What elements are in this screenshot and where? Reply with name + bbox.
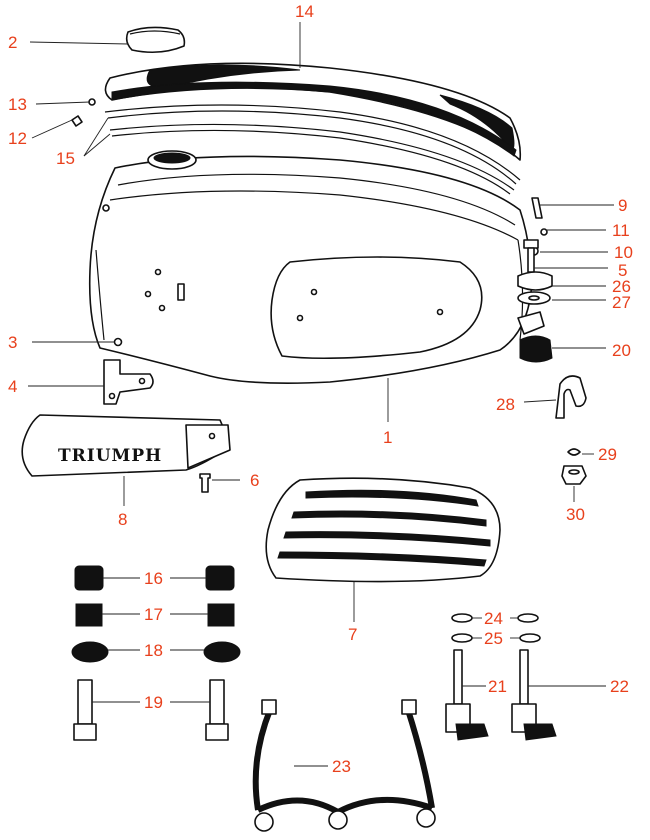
callout-9: 9 [618, 196, 627, 215]
filler-cap-part [125, 26, 186, 54]
screw-part-3 [113, 337, 123, 347]
callout-numbers: 14 2 13 12 15 9 11 10 5 26 27 20 3 4 1 2… [8, 2, 633, 776]
fuel-tank-part [88, 150, 545, 384]
tap-washers [451, 613, 541, 643]
leader-lines [28, 22, 614, 767]
callout-8: 8 [118, 510, 127, 529]
callout-30: 30 [566, 505, 585, 524]
callout-19: 19 [144, 693, 163, 712]
callout-1: 1 [383, 428, 392, 447]
callout-21: 21 [488, 677, 507, 696]
callout-5: 5 [618, 261, 627, 280]
callout-14: 14 [295, 2, 314, 21]
callout-13: 13 [8, 95, 27, 114]
callout-17: 17 [144, 605, 163, 624]
callout-26: 26 [612, 277, 631, 296]
callout-23: 23 [332, 757, 351, 776]
callout-11: 11 [612, 221, 630, 240]
trim-strips-part [104, 104, 521, 195]
hook-bracket-part [555, 375, 587, 419]
tank-badge-part: TRIUMPH [21, 414, 231, 477]
fuel-taps [445, 649, 557, 741]
callout-12: 12 [8, 129, 27, 148]
callout-27: 27 [612, 293, 631, 312]
callout-18: 18 [144, 641, 163, 660]
tank-top-panel-part [104, 62, 522, 161]
callout-20: 20 [612, 341, 631, 360]
triumph-logo-text: TRIUMPH [58, 446, 162, 466]
callout-25: 25 [484, 629, 503, 648]
callout-22: 22 [610, 677, 629, 696]
washer-nut-parts [561, 448, 587, 485]
callout-4: 4 [8, 377, 17, 396]
callout-15: 15 [56, 149, 75, 168]
screw-part-6 [199, 473, 211, 493]
callout-10: 10 [614, 243, 633, 262]
callout-6: 6 [250, 471, 259, 490]
bracket-part [103, 359, 154, 405]
fuel-pipe-part [252, 699, 436, 832]
callout-29: 29 [598, 445, 617, 464]
callout-28: 28 [496, 395, 515, 414]
callout-7: 7 [348, 625, 357, 644]
callout-16: 16 [144, 569, 163, 588]
mounting-rubbers-left [71, 565, 241, 741]
callout-2: 2 [8, 33, 17, 52]
knee-pad-part [265, 477, 501, 583]
small-fasteners-part [71, 98, 96, 127]
callout-24: 24 [484, 609, 503, 628]
callout-3: 3 [8, 333, 17, 352]
